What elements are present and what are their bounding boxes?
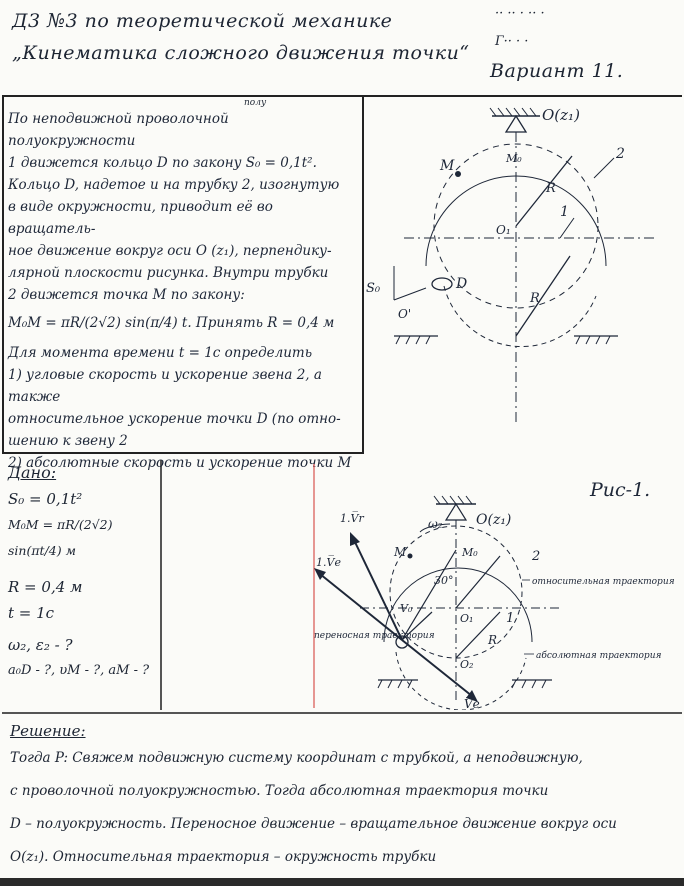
fig-top-m0-label: M₀	[505, 152, 522, 165]
fig-bottom-ve-label: V̅e	[464, 696, 480, 710]
solution-block: Решение: Тогда P: Свяжем подвижную систе…	[10, 720, 680, 874]
fig-bottom-o1-label: O₁	[460, 612, 473, 625]
problem-line: 1) угловые скорость и ускорение звена 2,…	[8, 367, 322, 405]
problem-line: в виде окружности, приводит её во вращат…	[8, 199, 273, 237]
fig-bottom-vr-label: 1.V̅r	[340, 511, 364, 525]
doc-title-line2: „Кинематика сложного движения точки“	[12, 42, 470, 64]
bottom-edge	[0, 878, 684, 886]
problem-line: 2 движется точка M по закону:	[8, 287, 245, 303]
given-divider	[160, 460, 162, 710]
superscript-note: полу	[244, 98, 267, 108]
fig-bottom-rel-traj: относительная траектория	[532, 577, 675, 587]
fig-bottom-m0-label: M₀	[461, 546, 478, 559]
student-name-line1: ·· ·· · ·· ·	[495, 6, 545, 21]
figure-bottom: Рис-1. O(z₁) ω₂ 30° M M₀ V₀ O₁ O₂ 1 2 R …	[313, 464, 675, 710]
problem-line: ное движение вокруг оси O (z₁), перпенди…	[8, 243, 332, 259]
given-block: Дано: S₀ = 0,1t² M₀M = πR/(2√2) sin(πt/4…	[8, 460, 158, 684]
fig-top-two-label: 2	[615, 146, 625, 162]
given-line: ω₂, ε₂ - ?	[8, 636, 73, 654]
problem-line: относительное ускорение точки D (по отно…	[8, 411, 341, 427]
fig-bottom-two-label: 2	[531, 549, 540, 564]
student-name-line2: Г·· · ·	[495, 34, 529, 49]
fig-bottom-one-label: 1	[506, 611, 514, 626]
given-title: Дано:	[8, 463, 57, 482]
fig-bottom-w2-label: ω₂	[428, 517, 443, 531]
fig-bottom-axis-label: O(z₁)	[476, 512, 511, 528]
solution-line: Тогда P: Свяжем подвижную систему коорди…	[10, 750, 583, 766]
problem-line: Для момента времени t = 1c определить	[8, 345, 313, 361]
problem-line: Кольцо D, надетое и на трубку 2, изогнут…	[8, 177, 340, 193]
fig-top-s0-label: S₀	[366, 281, 381, 296]
variant-label: Вариант 11.	[490, 60, 624, 82]
problem-line: лярной плоскости рисунка. Внутри трубки	[8, 265, 329, 281]
left-frame	[2, 96, 4, 452]
doc-title-line1: Д3 №3 по теоретической механике	[12, 10, 393, 32]
fig-top-r-label: R	[545, 181, 556, 196]
fig-top-oprime-label: O'	[398, 307, 411, 321]
fig-bottom-angle-label: 30°	[434, 574, 454, 587]
fig-bottom-m-label: M	[393, 545, 407, 559]
given-line: M₀M = πR/(2√2) sin(πt/4) м	[8, 517, 113, 558]
given-line: S₀ = 0,1t²	[8, 490, 83, 508]
fig-bottom-v0-label: V₀	[400, 602, 413, 615]
fig-top-d-label: D	[455, 276, 467, 292]
top-vertical-divider	[362, 96, 364, 452]
solution-line: O(z₁). Относительная траектория – окружн…	[10, 849, 437, 865]
middle-divider	[2, 452, 364, 454]
problem-line: шению к звену 2	[8, 433, 128, 449]
fig-top-axis-label: O(z₁)	[542, 106, 580, 124]
fig-bottom-o2-label: O₂	[460, 658, 473, 671]
fig-caption: Рис-1.	[589, 479, 650, 501]
figure-top: O(z₁) M M₀ O₁ 1 2 R R D S₀ O'	[366, 106, 654, 426]
fig-top-one-label: 1	[560, 204, 569, 220]
fig-bottom-abs-traj: абсолютная траектория	[536, 650, 661, 661]
solution-title: Решение:	[10, 722, 86, 740]
problem-line: 1 движется кольцо D по закону S₀ = 0,1t²…	[8, 155, 317, 171]
fig-top-m-label: M	[439, 158, 455, 174]
solution-line: D – полуокружность. Переносное движение …	[10, 816, 617, 832]
given-line: a₀D - ?, υM - ?, aM - ?	[8, 663, 150, 678]
problem-text: По неподвижной проволочной полуокружност…	[8, 108, 360, 474]
given-line: R = 0,4 м	[8, 578, 83, 596]
fig-top-r2-label: R	[529, 291, 540, 306]
problem-line: 2) абсолютные скорость и ускорение точки…	[8, 455, 352, 471]
given-line: t = 1c	[8, 604, 55, 622]
fig-bottom-ve-left-label: 1.V̅e	[316, 555, 341, 569]
top-divider	[2, 95, 682, 97]
fig-bottom-transfer-traj: переносная траектория	[314, 631, 435, 641]
fig-top-o1-label: O₁	[496, 223, 511, 237]
problem-line: По неподвижной проволочной полуокружност…	[8, 111, 229, 149]
problem-line: M₀M = πR/(2√2) sin(π/4) t. Принять R = 0…	[8, 315, 335, 331]
fig-bottom-r-label: R	[487, 633, 497, 647]
solution-divider	[2, 712, 682, 714]
solution-line: с проволочной полуокружностью. Тогда абс…	[10, 783, 549, 799]
